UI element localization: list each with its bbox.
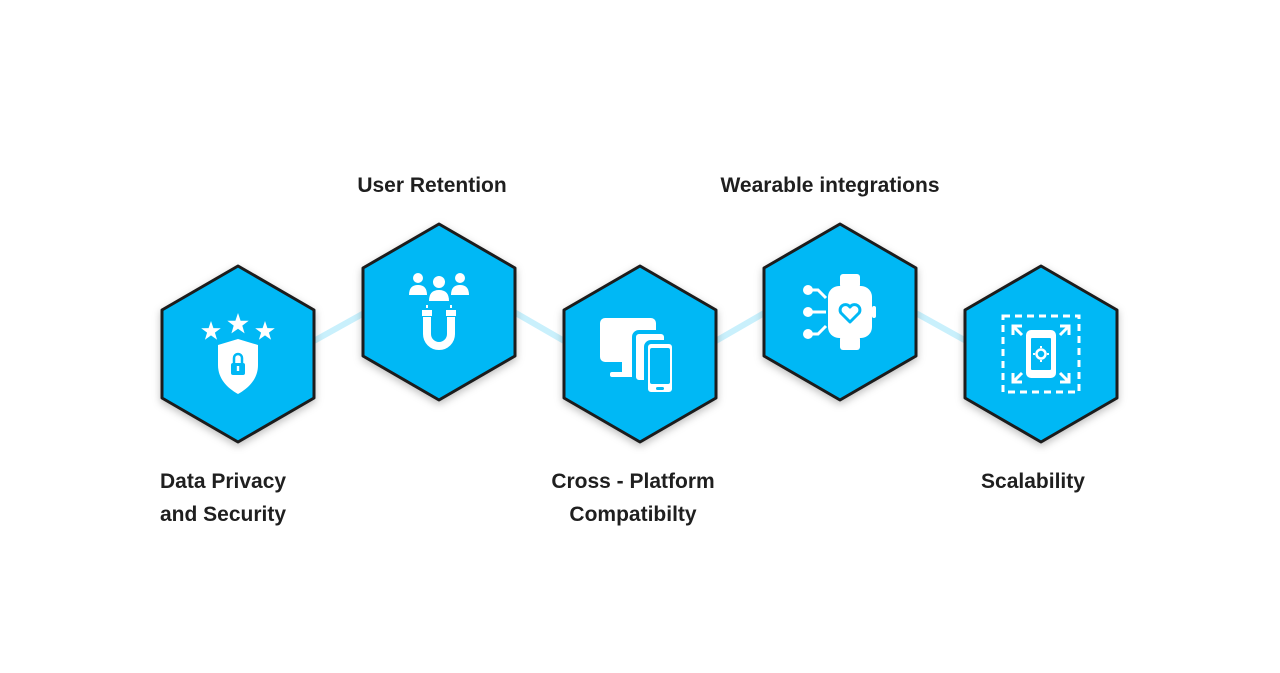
step-5-label: Scalability [981, 465, 1085, 498]
step-3-label-line-2: Compatibilty [569, 503, 697, 526]
step-4-hexagon [762, 222, 918, 402]
shield-stars-lock-icon [201, 313, 275, 394]
step-2-label-line-1: User Retention [357, 174, 507, 197]
connector-4-5 [911, 309, 971, 345]
step-5-label-line-1: Scalability [981, 470, 1085, 493]
smartwatch-heart-icon [803, 274, 876, 350]
step-2-hexagon [361, 222, 517, 402]
connector-1-2 [309, 309, 369, 345]
step-3-hexagon [562, 264, 718, 444]
step-3-label-line-1: Cross - Platform [551, 470, 715, 493]
step-1-label-line-1: Data Privacy [160, 470, 287, 493]
connectors [309, 309, 971, 345]
step-2-label: User Retention [357, 169, 506, 202]
step-1-label-line-2: and Security [160, 503, 287, 526]
step-5-hexagon [963, 264, 1119, 444]
connector-3-4 [711, 309, 769, 345]
step-1-hexagon [160, 264, 316, 444]
step-4-label-line-1: Wearable integrations [720, 174, 940, 197]
step-1-label: Data Privacy and Security [160, 465, 286, 531]
phone-expand-icon [1001, 314, 1081, 394]
multi-device-icon [600, 318, 676, 396]
step-3-label: Cross - Platform Compatibilty [551, 465, 714, 531]
connector-2-3 [511, 309, 569, 345]
users-magnet-icon [409, 273, 469, 350]
step-4-label: Wearable integrations [720, 169, 939, 202]
